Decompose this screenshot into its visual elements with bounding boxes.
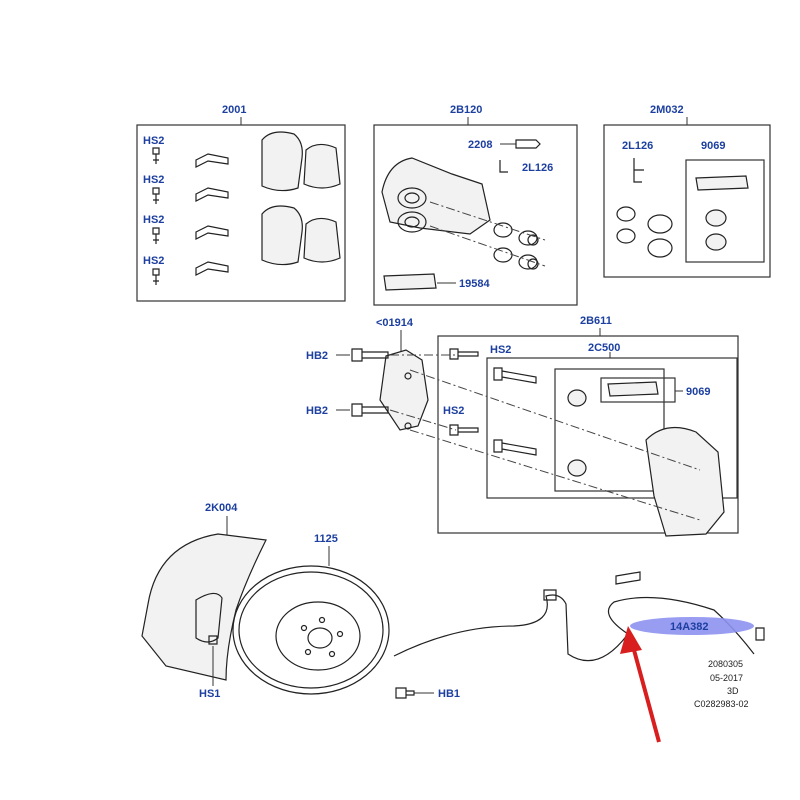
bleed-cap-icon bbox=[499, 160, 508, 173]
sensor-highlight bbox=[630, 617, 754, 635]
pad-screw-icons bbox=[152, 147, 160, 285]
hb1-bolt-icon bbox=[395, 687, 415, 699]
hs2-bolt-upper-icon bbox=[449, 348, 479, 360]
boot-kit-lower-sachet-icon bbox=[607, 381, 659, 397]
hs2-bolt-lower-icon bbox=[449, 424, 479, 436]
grease-sachet-label: 19584 bbox=[459, 278, 490, 290]
hs2-label-4: HS2 bbox=[143, 255, 164, 267]
red-arrow-pointer bbox=[620, 626, 661, 743]
ref-line-1: 2080305 bbox=[708, 659, 743, 669]
hb1-label: HB1 bbox=[438, 688, 460, 700]
bleed-screw-label: 2208 bbox=[468, 139, 492, 151]
hb2-lower-bolt-icon bbox=[351, 403, 389, 417]
boot-kit-lower-box bbox=[600, 377, 676, 403]
brake-pad-icons bbox=[261, 131, 341, 266]
seal-cap-icon bbox=[633, 158, 644, 183]
boot-kit-upper-label: 9069 bbox=[701, 140, 725, 152]
guide-pin-icons bbox=[493, 367, 537, 456]
carrier-assembly-label: 2B611 bbox=[580, 315, 612, 327]
ref-line-2: 05-2017 bbox=[710, 673, 743, 683]
carrier-assembly-box bbox=[437, 335, 739, 534]
hs1-label: HS1 bbox=[199, 688, 220, 700]
brake-disc-icon bbox=[232, 565, 390, 695]
hb2-upper-bolt-icon bbox=[351, 348, 389, 362]
caliper-assembly-label: 2B120 bbox=[450, 104, 482, 116]
bracket-label: <01914 bbox=[376, 317, 414, 329]
sensor-group: 14A382 bbox=[393, 571, 765, 743]
hb2-upper-label: HB2 bbox=[306, 350, 328, 362]
anti-rattle-clip-icons bbox=[195, 153, 229, 276]
shield-group: 2K004 bbox=[141, 502, 267, 681]
sensor-grommet-icon bbox=[615, 571, 641, 585]
caliper-assembly-box bbox=[373, 124, 578, 306]
carrier-boot-icons bbox=[567, 389, 587, 477]
ref-line-4: C0282983-02 bbox=[694, 699, 749, 709]
bracket-icon bbox=[379, 349, 429, 431]
wheel-stud-holes bbox=[300, 616, 344, 658]
hs2-label-1: HS2 bbox=[143, 135, 164, 147]
sensor-clip-icon bbox=[543, 589, 557, 601]
caliper-carrier-icon bbox=[645, 426, 725, 537]
carrier-inner-label: 2C500 bbox=[588, 342, 620, 354]
bracket-group: <01914 HB2 HB2 bbox=[306, 317, 429, 431]
pads-kit-group: 2001 HS2 HS2 HS2 HS2 bbox=[136, 104, 346, 302]
sensor-connector-icon bbox=[755, 627, 765, 641]
boot-kit-upper-box bbox=[685, 159, 765, 263]
caliper-assembly-group: 2B120 2208 2L126 19584 bbox=[373, 104, 578, 306]
wear-sensor-cable-icon bbox=[393, 594, 755, 662]
boot-kit-lower-label: 9069 bbox=[686, 386, 710, 398]
seal-cap-label: 2L126 bbox=[622, 140, 653, 152]
pads-kit-label: 2001 bbox=[222, 104, 246, 116]
carrier-assembly-group: 2B611 2C500 HS2 HS2 9069 bbox=[389, 315, 739, 537]
bleed-cap-label: 2L126 bbox=[522, 162, 553, 174]
boot-kit-upper-seal-icons bbox=[705, 209, 727, 251]
sensor-label: 14A382 bbox=[670, 621, 709, 633]
hs2-bolt-lower-label: HS2 bbox=[443, 405, 464, 417]
carrier-inner-box bbox=[486, 357, 738, 499]
seal-kit-label: 2M032 bbox=[650, 104, 684, 116]
disc-label: 1125 bbox=[314, 533, 338, 545]
dust-shield-icon bbox=[141, 533, 267, 681]
bleed-screw-icon bbox=[515, 139, 541, 149]
shield-label: 2K004 bbox=[205, 502, 238, 514]
grease-sachet-icon bbox=[383, 273, 437, 291]
ref-line-3: 3D bbox=[727, 686, 739, 696]
caliper-body-icon bbox=[381, 157, 491, 235]
disc-group: 1125 HS1 HB1 bbox=[199, 533, 460, 700]
reference-block: 2080305 05-2017 3D C0282983-02 bbox=[694, 659, 749, 709]
hs2-label-2: HS2 bbox=[143, 174, 164, 186]
hs2-bolt-upper-label: HS2 bbox=[490, 344, 511, 356]
seal-ring-icons bbox=[616, 206, 673, 258]
hs1-screw-icon bbox=[208, 635, 218, 645]
boot-kit-upper-sachet-icon bbox=[695, 175, 749, 191]
hb2-lower-label: HB2 bbox=[306, 405, 328, 417]
seal-kit-group: 2M032 2L126 9069 bbox=[603, 104, 771, 278]
hs2-label-3: HS2 bbox=[143, 214, 164, 226]
